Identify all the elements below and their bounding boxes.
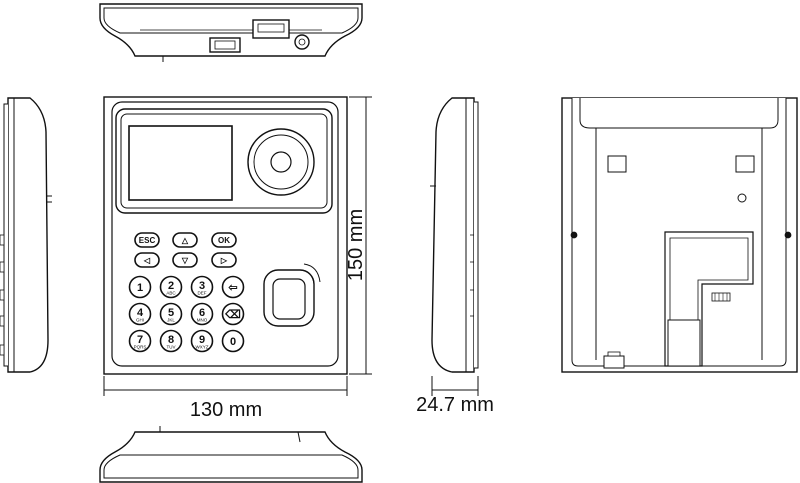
nav-key[interactable]: OK xyxy=(211,232,237,248)
digit-key[interactable]: ⇦ xyxy=(221,275,245,299)
lcd-screen xyxy=(128,125,233,201)
nav-key-label: OK xyxy=(218,236,230,245)
digit-key-label: 1 xyxy=(137,282,143,294)
digit-key-label: ⌫ xyxy=(224,309,241,321)
digit-key-label: 3 xyxy=(199,280,205,292)
digit-key-label: 7 xyxy=(137,334,143,346)
nav-key[interactable]: ◁ xyxy=(134,252,160,268)
digit-key-letters: JKL xyxy=(167,318,175,323)
digit-key-letters: ABC xyxy=(166,291,176,296)
digit-key-label: 2 xyxy=(168,280,174,292)
bottom-view xyxy=(99,426,363,483)
digit-key-letters: TUV xyxy=(167,345,176,350)
digit-key-label: 8 xyxy=(168,334,174,346)
digit-key-label: 4 xyxy=(137,307,144,319)
digit-key-letters: DEF xyxy=(198,291,207,296)
digit-key-label: 6 xyxy=(199,307,205,319)
nav-key-label: ◁ xyxy=(143,256,151,265)
screw-right xyxy=(784,231,792,239)
digit-key-label: 5 xyxy=(168,307,174,319)
width-dimension-label: 130 mm xyxy=(190,399,262,421)
digit-key-letters: PQRS xyxy=(134,345,147,350)
camera-lens xyxy=(270,151,292,173)
nav-key[interactable]: ▽ xyxy=(172,252,198,268)
digit-key-label: 9 xyxy=(199,334,205,346)
nav-key[interactable]: ▷ xyxy=(211,252,237,268)
dimension-lines xyxy=(103,96,479,396)
top-view xyxy=(99,3,363,62)
rear-view xyxy=(561,97,798,373)
wiring-connector xyxy=(711,292,731,302)
right-side-view xyxy=(430,97,479,373)
digit-key-label: 0 xyxy=(230,336,236,348)
height-dimension-label: 150 mm xyxy=(345,209,367,281)
digit-key-letters: WXYZ xyxy=(196,345,209,350)
depth-dimension-label: 24.7 mm xyxy=(416,394,494,416)
digit-key-letters: MNO xyxy=(197,318,208,323)
digit-key[interactable]: 1 xyxy=(128,275,152,299)
left-side-view xyxy=(0,97,52,373)
navigation-keys: ESC △ OK ◁ ▽ ▷ xyxy=(134,232,237,268)
nav-key-label: ▷ xyxy=(220,256,228,265)
nav-key[interactable]: ESC xyxy=(134,232,160,248)
screw-left xyxy=(570,231,578,239)
nav-key[interactable]: △ xyxy=(172,232,198,248)
digit-key[interactable]: ⌫ xyxy=(221,302,245,326)
nav-key-label: ESC xyxy=(139,236,156,245)
digit-key[interactable]: 0 xyxy=(221,329,245,353)
fingerprint-sensor xyxy=(263,263,321,327)
nav-key-label: ▽ xyxy=(181,256,189,265)
digit-key-letters: GHI xyxy=(136,318,144,323)
digit-key-label: ⇦ xyxy=(227,282,237,294)
nav-key-label: △ xyxy=(181,236,189,245)
